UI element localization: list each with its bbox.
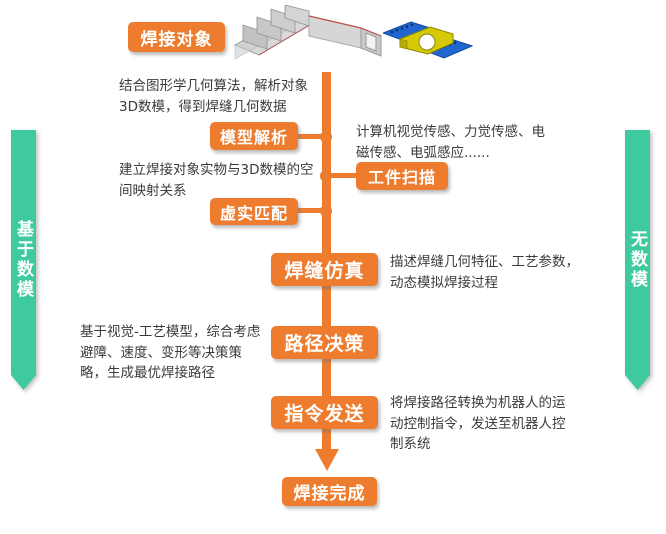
junction-dot-2 — [320, 170, 332, 182]
node-command-send: 指令发送 — [271, 396, 378, 429]
flow-arrowhead-icon — [315, 449, 339, 471]
node-seam-simulation: 焊缝仿真 — [271, 253, 378, 286]
node-workpiece-scan-label: 工件扫描 — [367, 168, 436, 187]
node-virtual-real-match-label: 虚实匹配 — [219, 203, 288, 223]
node-model-parse: 模型解析 — [210, 122, 298, 150]
node-weld-complete-label: 焊接完成 — [293, 484, 366, 504]
square-tube-icon — [308, 15, 382, 57]
note-command-send: 将焊接路径转换为机器人的运动控制指令，发送至机器人控制系统 — [390, 395, 566, 452]
note-path-decision: 基于视觉-工艺模型，综合考虑避障、速度、变形等决策策略，生成最优焊接路径 — [80, 324, 261, 381]
note-model-parse: 结合图形学几何算法，解析对象3D数模，得到焊缝几何数据 — [119, 78, 308, 115]
note-virtual-real-match: 建立焊接对象实物与3D数模的空间映射关系 — [119, 162, 314, 199]
cad-weldment-icon — [383, 21, 473, 59]
node-welding-object-label: 焊接对象 — [140, 29, 213, 50]
right-banner-label: 无数模 — [627, 230, 647, 290]
node-model-parse-label: 模型解析 — [219, 128, 288, 147]
node-welding-object: 焊接对象 — [128, 22, 225, 52]
left-banner-label: 基于数模 — [13, 220, 33, 300]
junction-dot-1 — [320, 131, 332, 143]
junction-dot-3 — [320, 205, 332, 217]
node-seam-simulation-label: 焊缝仿真 — [284, 260, 365, 282]
connector-virtual-real-match — [291, 208, 327, 213]
node-weld-complete: 焊接完成 — [282, 477, 377, 506]
ribbed-beam-icon — [233, 5, 315, 60]
connector-model-parse — [296, 134, 327, 139]
node-path-decision: 路径决策 — [271, 326, 378, 359]
node-path-decision-label: 路径决策 — [284, 333, 365, 355]
node-command-send-label: 指令发送 — [284, 403, 365, 425]
node-virtual-real-match: 虚实匹配 — [210, 198, 298, 225]
node-workpiece-scan: 工件扫描 — [356, 162, 448, 190]
note-workpiece-scan: 计算机视觉传感、力觉传感、电磁传感、电弧感应...... — [356, 124, 545, 161]
connector-workpiece-scan — [327, 173, 358, 178]
note-seam-simulation: 描述焊缝几何特征、工艺参数，动态模拟焊接过程 — [390, 254, 579, 291]
